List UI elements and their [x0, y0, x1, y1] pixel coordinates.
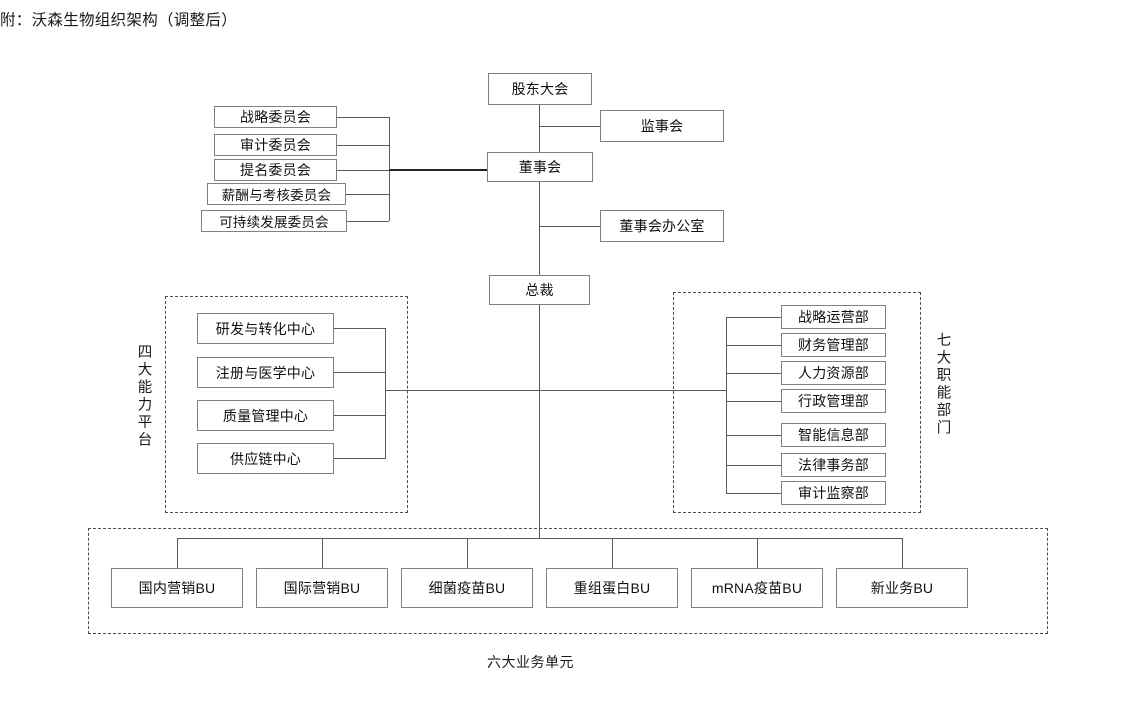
node-president[interactable]: 总裁: [489, 275, 590, 305]
node-bu-domestic-marketing[interactable]: 国内营销BU: [111, 568, 243, 608]
label-functional-departments: 七大职能部门: [934, 332, 951, 437]
line-department-stub-finance: [726, 345, 781, 346]
node-label: 注册与医学中心: [215, 364, 316, 381]
node-label: 可持续发展委员会: [219, 215, 329, 230]
node-label: 细菌疫苗BU: [428, 580, 506, 596]
node-label: 监事会: [640, 118, 684, 134]
line-president-to-bu-bar: [539, 390, 540, 538]
node-label: 新业务BU: [870, 580, 934, 596]
line-committee-stub-sustainability: [347, 221, 389, 222]
node-committee-strategy[interactable]: 战略委员会: [214, 106, 337, 128]
node-label: 董事会办公室: [619, 218, 705, 234]
line-president-to-main-bar: [539, 305, 540, 390]
node-label: 智能信息部: [798, 427, 869, 443]
node-supervisory-board[interactable]: 监事会: [600, 110, 724, 142]
frame-business-units: [88, 528, 1048, 634]
node-label: 法律事务部: [798, 457, 869, 473]
line-main-horizontal-bar: [385, 390, 726, 391]
frame-capability-platforms: [165, 296, 408, 513]
node-label: mRNA疫苗BU: [711, 580, 803, 596]
line-committee-stub-audit: [337, 145, 389, 146]
node-committee-sustainability[interactable]: 可持续发展委员会: [201, 210, 347, 232]
node-label: 股东大会: [511, 81, 569, 97]
node-bu-mrna-vaccine[interactable]: mRNA疫苗BU: [691, 568, 823, 608]
line-bu-distribution-bar: [177, 538, 902, 539]
line-platform-bus: [385, 328, 386, 459]
node-department-administration[interactable]: 行政管理部: [781, 389, 886, 413]
node-committee-compensation[interactable]: 薪酬与考核委员会: [207, 183, 346, 205]
node-label: 人力资源部: [798, 365, 869, 381]
node-shareholders-meeting[interactable]: 股东大会: [488, 73, 592, 105]
node-label: 审计监察部: [798, 485, 869, 501]
node-platform-quality-management[interactable]: 质量管理中心: [197, 400, 334, 431]
node-department-human-resources[interactable]: 人力资源部: [781, 361, 886, 385]
line-department-stub-strategy-operations: [726, 317, 781, 318]
line-platform-stub-supply: [334, 458, 385, 459]
line-department-stub-legal-affairs: [726, 465, 781, 466]
node-bu-bacterial-vaccine[interactable]: 细菌疫苗BU: [401, 568, 533, 608]
line-board-to-supervisory: [539, 126, 600, 127]
node-label: 国际营销BU: [283, 580, 361, 596]
node-board-of-directors[interactable]: 董事会: [487, 152, 593, 182]
node-label: 供应链中心: [230, 450, 301, 467]
line-committees-to-board: [389, 169, 487, 171]
node-label: 国内营销BU: [138, 580, 216, 596]
line-committee-stub-compensation: [346, 194, 389, 195]
line-bu-drop-domestic-marketing: [177, 538, 178, 568]
frame-functional-departments: [673, 292, 921, 513]
node-label: 董事会: [518, 159, 562, 175]
node-label: 财务管理部: [798, 337, 869, 353]
line-bu-drop-international-marketing: [322, 538, 323, 568]
node-label: 重组蛋白BU: [573, 580, 651, 596]
line-department-stub-intelligent-information: [726, 435, 781, 436]
line-bu-drop-new-business: [902, 538, 903, 568]
label-capability-platforms: 四大能力平台: [135, 344, 152, 449]
page-title: 附：沃森生物组织架构（调整后）: [0, 12, 238, 29]
node-department-finance[interactable]: 财务管理部: [781, 333, 886, 357]
node-platform-supply-chain[interactable]: 供应链中心: [197, 443, 334, 474]
node-platform-rd-translation[interactable]: 研发与转化中心: [197, 313, 334, 344]
node-label: 薪酬与考核委员会: [221, 188, 332, 203]
node-label: 战略委员会: [240, 109, 311, 125]
node-label: 审计委员会: [240, 137, 311, 153]
node-board-office[interactable]: 董事会办公室: [600, 210, 724, 242]
node-label: 行政管理部: [798, 393, 869, 409]
node-label: 提名委员会: [240, 162, 311, 178]
node-label: 总裁: [525, 282, 554, 298]
caption-business-units: 六大业务单元: [487, 654, 574, 670]
line-bu-drop-bacterial-vaccine: [467, 538, 468, 568]
node-label: 质量管理中心: [222, 407, 309, 424]
line-board-to-board-office: [539, 226, 600, 227]
node-bu-international-marketing[interactable]: 国际营销BU: [256, 568, 388, 608]
line-platform-stub-registration: [334, 372, 385, 373]
node-department-legal-affairs[interactable]: 法律事务部: [781, 453, 886, 477]
line-platform-stub-quality: [334, 415, 385, 416]
node-label: 战略运营部: [798, 309, 869, 325]
line-bu-drop-mrna-vaccine: [757, 538, 758, 568]
line-committee-stub-strategy: [337, 117, 389, 118]
line-shareholders-to-board: [539, 105, 540, 152]
line-department-stub-administration: [726, 401, 781, 402]
line-department-bus: [726, 317, 727, 493]
line-platform-stub-rd: [334, 328, 385, 329]
line-department-stub-audit-supervision: [726, 493, 781, 494]
line-board-to-president: [539, 182, 540, 275]
node-bu-recombinant-protein[interactable]: 重组蛋白BU: [546, 568, 678, 608]
node-department-strategy-operations[interactable]: 战略运营部: [781, 305, 886, 329]
node-label: 研发与转化中心: [215, 320, 316, 337]
node-committee-nomination[interactable]: 提名委员会: [214, 159, 337, 181]
node-department-audit-supervision[interactable]: 审计监察部: [781, 481, 886, 505]
node-department-intelligent-information[interactable]: 智能信息部: [781, 423, 886, 447]
line-department-stub-human-resources: [726, 373, 781, 374]
node-platform-registration-medical[interactable]: 注册与医学中心: [197, 357, 334, 388]
line-committee-stub-nomination: [337, 170, 389, 171]
line-bu-drop-recombinant-protein: [612, 538, 613, 568]
node-committee-audit[interactable]: 审计委员会: [214, 134, 337, 156]
node-bu-new-business[interactable]: 新业务BU: [836, 568, 968, 608]
